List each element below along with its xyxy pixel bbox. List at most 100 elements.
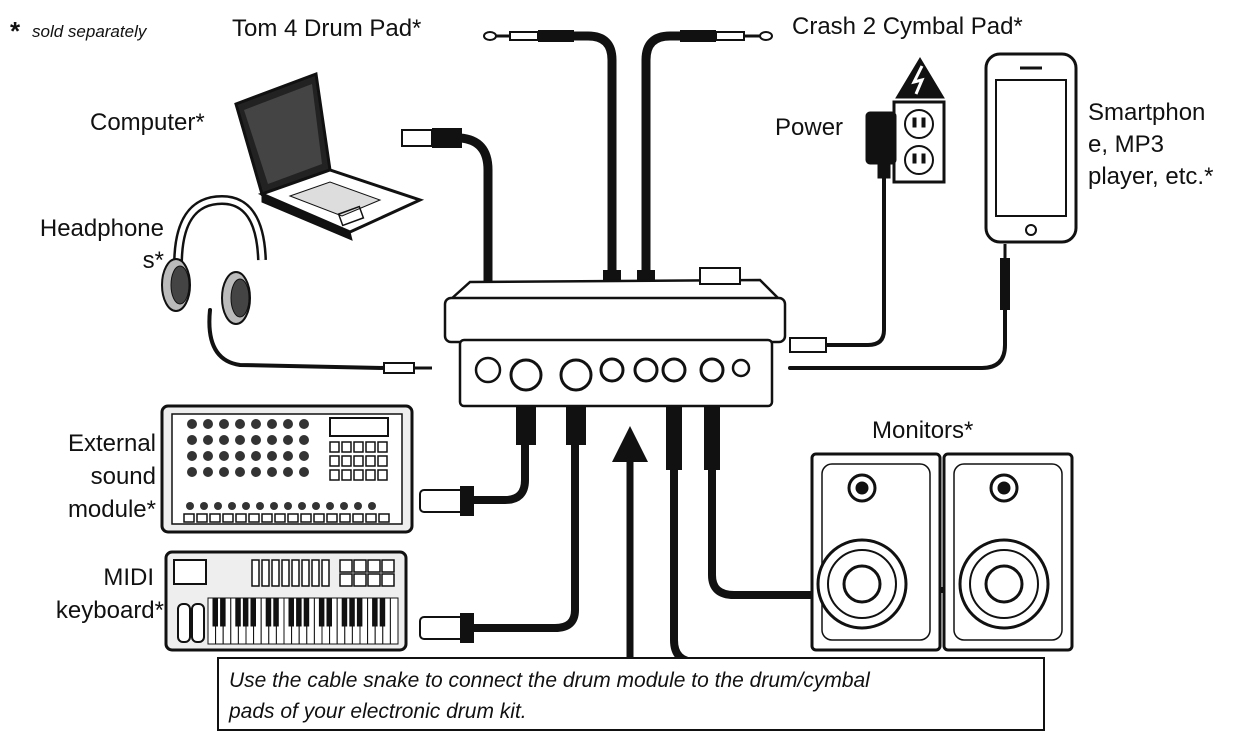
monitors-label: Monitors* xyxy=(872,417,974,444)
knob xyxy=(299,435,309,445)
knob xyxy=(284,502,292,510)
keyboard-slider xyxy=(251,559,260,587)
sold-separately-star: * xyxy=(10,16,21,46)
knob xyxy=(187,419,197,429)
knob xyxy=(219,435,229,445)
keyboard-slider xyxy=(311,559,320,587)
knob xyxy=(203,419,213,429)
knob xyxy=(267,435,277,445)
keyboard-pad xyxy=(381,573,395,587)
module-pad xyxy=(341,469,352,481)
headphones-cable xyxy=(207,308,387,370)
monitor-left-cable xyxy=(670,466,814,666)
sold-separately-note: sold separately xyxy=(32,22,147,41)
headphones xyxy=(161,194,267,325)
knob xyxy=(228,502,236,510)
knob xyxy=(283,419,293,429)
knob xyxy=(267,451,277,461)
knob xyxy=(251,435,261,445)
black-key xyxy=(273,597,279,627)
black-key xyxy=(326,597,332,627)
cable-snake-arrow xyxy=(612,426,648,660)
knob xyxy=(256,502,264,510)
keyboard-pad xyxy=(353,573,367,587)
knob xyxy=(203,435,213,445)
module-button xyxy=(287,513,299,523)
module-pad xyxy=(353,455,364,467)
module-button xyxy=(183,513,195,523)
knob xyxy=(186,502,194,510)
knob xyxy=(219,419,229,429)
module-pad xyxy=(377,469,388,481)
tom4-cable xyxy=(535,31,617,305)
knob xyxy=(283,435,293,445)
knob xyxy=(299,419,309,429)
keyboard-slider xyxy=(321,559,330,587)
black-key xyxy=(296,597,302,627)
module-pad xyxy=(329,441,340,453)
keyboard-slider xyxy=(281,559,290,587)
black-key xyxy=(288,597,294,627)
knob xyxy=(368,502,376,510)
knob xyxy=(270,502,278,510)
external-module-label-line3: module* xyxy=(67,496,156,523)
knob xyxy=(340,502,348,510)
keyboard-slider xyxy=(261,559,270,587)
knob xyxy=(299,451,309,461)
power-label: Power xyxy=(775,114,844,141)
headphones-label-line1: Headphone xyxy=(39,215,164,242)
knob xyxy=(299,467,309,477)
keyboard-slider xyxy=(301,559,310,587)
knob xyxy=(283,467,293,477)
knob xyxy=(187,435,197,445)
monitor-right-cable xyxy=(708,466,814,599)
knob xyxy=(326,502,334,510)
module-button xyxy=(235,513,247,523)
smartphone-label-line1: Smartphon xyxy=(1088,99,1206,126)
knob xyxy=(251,419,261,429)
keyboard-pad xyxy=(367,559,381,573)
smartphone-cable xyxy=(788,308,1007,370)
smartphone xyxy=(984,52,1078,244)
black-key xyxy=(242,597,249,627)
black-key xyxy=(212,597,218,627)
black-key xyxy=(250,597,256,627)
knob xyxy=(187,467,197,477)
cable-snake-callout: Use the cable snake to connect the drum … xyxy=(217,657,1045,731)
module-button xyxy=(326,513,338,523)
knob xyxy=(219,451,229,461)
module-pad xyxy=(329,469,340,481)
knob xyxy=(235,467,245,477)
knob xyxy=(251,451,261,461)
module-pad xyxy=(329,455,340,467)
module-button xyxy=(300,513,312,523)
keyboard-pad xyxy=(339,559,353,573)
external-module-label-line2: sound xyxy=(90,463,156,490)
callout-line-1: Use the cable snake to connect the drum … xyxy=(229,669,870,692)
knob xyxy=(251,467,261,477)
keyboard-slider xyxy=(291,559,300,587)
module-pad xyxy=(365,469,376,481)
keyboard-pad xyxy=(339,573,353,587)
module-button xyxy=(339,513,351,523)
black-key xyxy=(379,597,386,627)
knob xyxy=(242,502,250,510)
module-button xyxy=(248,513,260,523)
keyboard-pad xyxy=(353,559,367,573)
black-key xyxy=(372,597,378,627)
knob xyxy=(312,502,320,510)
tom4-label: Tom 4 Drum Pad* xyxy=(232,15,422,42)
black-key xyxy=(318,597,325,627)
callout-line-2: pads of your electronic drum kit. xyxy=(229,700,527,723)
knob xyxy=(203,451,213,461)
smartphone-label-line3: player, etc.* xyxy=(1088,163,1214,190)
knob xyxy=(214,502,222,510)
smartphone-label-line2: e, MP3 xyxy=(1088,131,1165,158)
module-button xyxy=(352,513,364,523)
knob xyxy=(267,467,277,477)
knob xyxy=(219,467,229,477)
module-button xyxy=(261,513,273,523)
module-button xyxy=(196,513,208,523)
computer-laptop xyxy=(234,71,425,241)
